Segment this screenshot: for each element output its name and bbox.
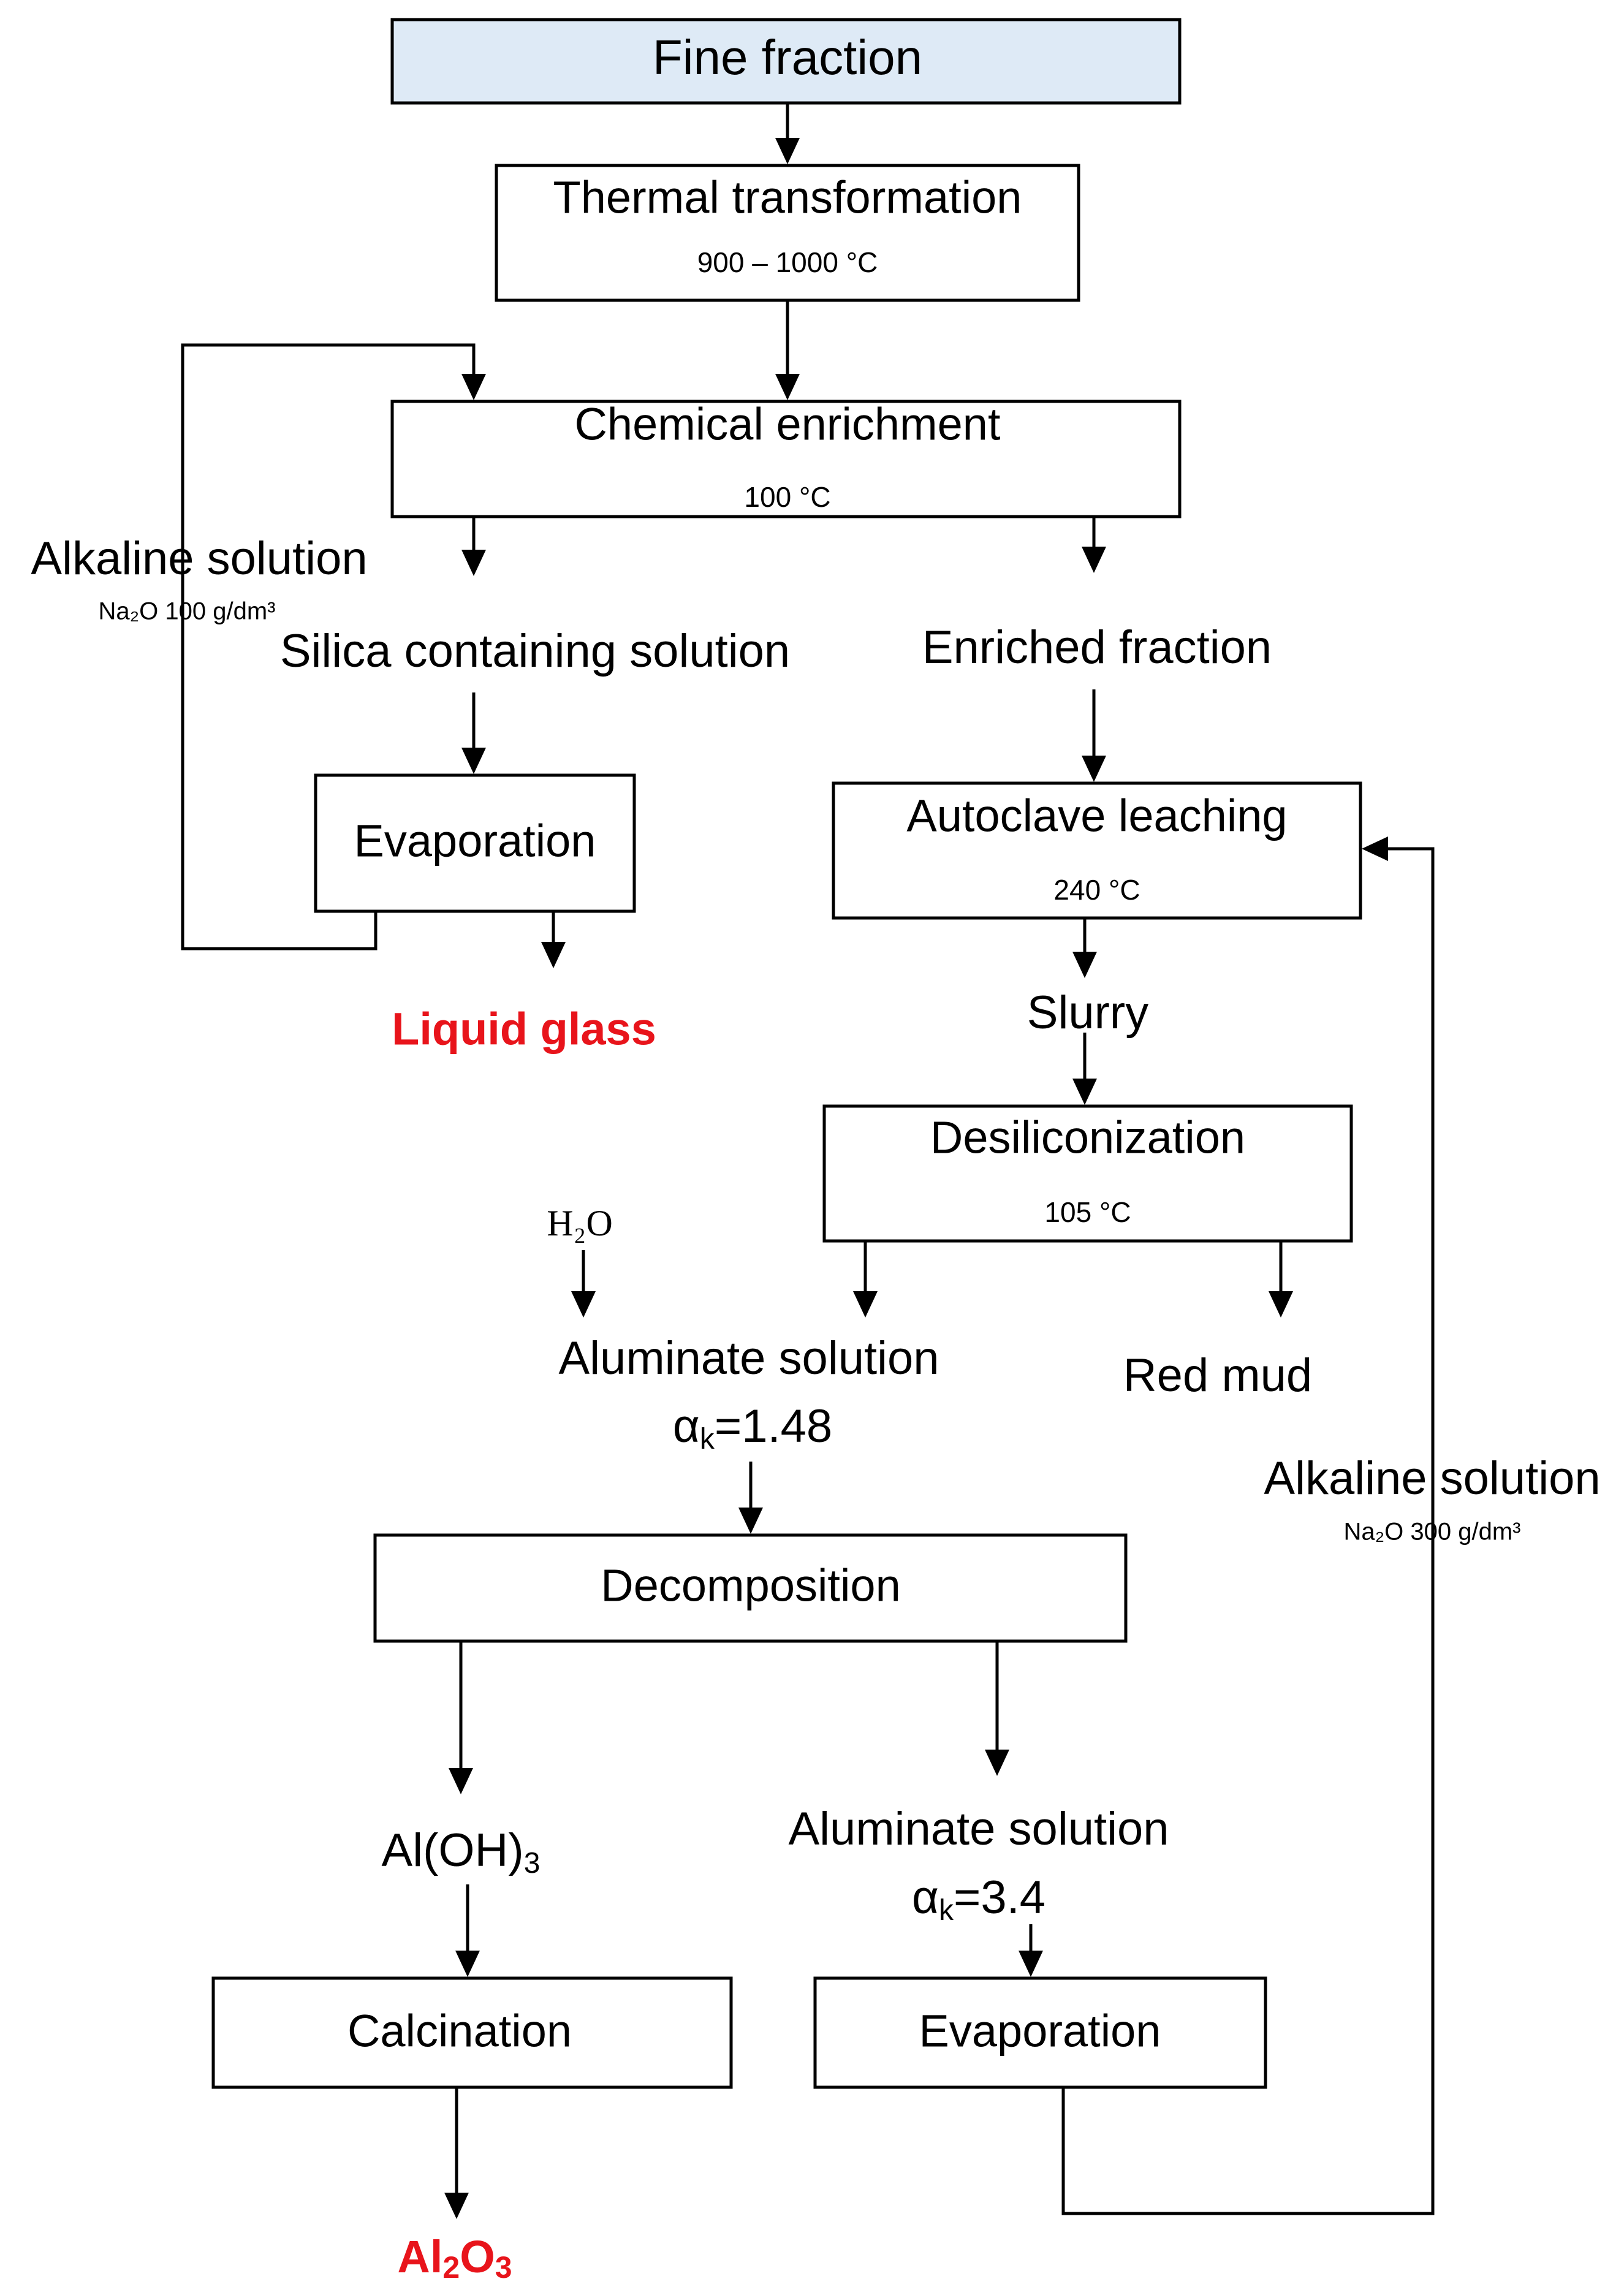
chemical-temperature-label: 100 °C bbox=[744, 481, 830, 513]
arrowhead-thermal-to-enrichment bbox=[775, 374, 800, 400]
arrowhead-decomposition-to-aluminate-2 bbox=[985, 1750, 1009, 1776]
arrowhead-enrichment-to-enriched bbox=[1082, 547, 1106, 573]
arrowhead-desiliconization-to-aluminate bbox=[853, 1291, 878, 1318]
water-label: H₂O bbox=[547, 1203, 613, 1243]
fine-fraction-box bbox=[390, 18, 1182, 105]
desiliconization-temperature-label: 105 °C bbox=[1044, 1196, 1131, 1228]
arrowhead-calcination-to-alumina bbox=[444, 2193, 469, 2219]
arrowhead-fine-to-thermal bbox=[775, 138, 800, 164]
aluminate-solution-1-label: Aluminate solution bbox=[558, 1332, 939, 1384]
autoclave-temperature-label: 240 °C bbox=[1053, 874, 1140, 906]
chemical-enrichment-box bbox=[390, 400, 1182, 518]
slurry-label: Slurry bbox=[1027, 987, 1148, 1039]
silica-solution-label: Silica containing solution bbox=[280, 625, 790, 677]
arrowhead-enriched-to-autoclave bbox=[1082, 756, 1106, 782]
arrowhead-evaporation-to-liquid-glass bbox=[541, 942, 566, 968]
arrowhead-desiliconization-to-red-mud bbox=[1269, 1291, 1293, 1318]
thermal-transformation-box bbox=[495, 164, 1080, 302]
desiliconization-label: Desiliconization bbox=[930, 1112, 1245, 1163]
desiliconization-box bbox=[822, 1104, 1353, 1243]
arrowhead-hydroxide-to-calcination bbox=[455, 1951, 480, 1977]
thermal-temperature-label: 900 – 1000 °C bbox=[697, 246, 878, 278]
autoclave-leaching-label: Autoclave leaching bbox=[906, 791, 1287, 841]
fine-fraction-label: Fine fraction bbox=[653, 30, 922, 85]
evaporation-right-box bbox=[813, 1976, 1267, 2089]
recycle-line-alkaline-right bbox=[1061, 847, 1435, 2215]
alumina-product-label: Al2O3 bbox=[397, 2231, 512, 2285]
alkaline-solution-right-label: Alkaline solution bbox=[1264, 1452, 1600, 1504]
arrowhead-slurry-to-desiliconization bbox=[1072, 1079, 1097, 1105]
autoclave-leaching-box bbox=[832, 781, 1362, 920]
evaporation-left-box bbox=[314, 773, 636, 913]
calcination-box bbox=[211, 1976, 733, 2089]
recycle-line-alkaline-left bbox=[181, 343, 476, 950]
aluminium-hydroxide-label: Al(OH)3 bbox=[382, 1824, 541, 1880]
red-mud-label: Red mud bbox=[1123, 1349, 1312, 1402]
arrowhead-aluminate-to-decomposition bbox=[738, 1508, 763, 1534]
alkaline-left-concentration-label: Na₂O 100 g/dm³ bbox=[99, 598, 276, 625]
decomposition-label: Decomposition bbox=[601, 1560, 900, 1611]
alkaline-solution-left-label: Alkaline solution bbox=[31, 533, 367, 585]
arrowhead-enrichment-to-silica bbox=[461, 550, 486, 576]
arrowhead-recycle-right bbox=[1362, 836, 1388, 861]
aluminate-solution-2-label: Aluminate solution bbox=[788, 1803, 1169, 1855]
calcination-label: Calcination bbox=[347, 2006, 572, 2057]
arrowhead-silica-to-evaporation bbox=[461, 748, 486, 774]
chemical-enrichment-label: Chemical enrichment bbox=[574, 399, 1000, 450]
thermal-transformation-label: Thermal transformation bbox=[553, 172, 1022, 223]
arrowhead-water-input bbox=[571, 1291, 596, 1318]
arrowhead-decomposition-to-hydroxide bbox=[449, 1768, 473, 1794]
alpha-2-label: αk=3.4 bbox=[912, 1872, 1045, 1927]
alkaline-right-concentration-label: Na₂O 300 g/dm³ bbox=[1344, 1519, 1521, 1546]
arrowhead-autoclave-to-slurry bbox=[1072, 952, 1097, 978]
evaporation-right-label: Evaporation bbox=[919, 2006, 1161, 2057]
arrowhead-aluminate-2-to-evaporation bbox=[1019, 1951, 1043, 1977]
alpha-1-label: αk=1.48 bbox=[673, 1400, 832, 1455]
enriched-fraction-label: Enriched fraction bbox=[922, 621, 1272, 673]
evaporation-left-label: Evaporation bbox=[354, 816, 596, 867]
arrowhead-recycle-left bbox=[461, 374, 486, 400]
decomposition-box bbox=[373, 1533, 1128, 1643]
liquid-glass-product-label: Liquid glass bbox=[392, 1004, 656, 1055]
